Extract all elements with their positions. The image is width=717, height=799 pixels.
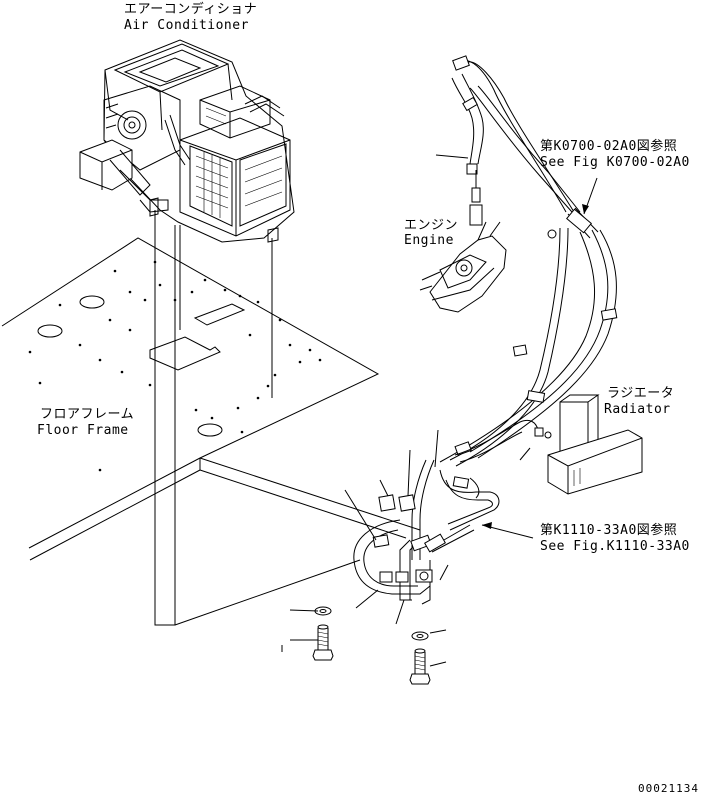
heater-hoses <box>353 55 618 605</box>
ref-bottom-label-jp: 第K1110-33A0図参照 <box>540 522 677 538</box>
floor-frame <box>1 237 421 561</box>
ref-top-label-en: See Fig K0700-02A0 <box>540 155 690 170</box>
radiator <box>547 394 643 495</box>
air-conditioner-label-en: Air Conditioner <box>124 18 249 33</box>
floor-frame-label-jp: フロアフレーム <box>40 407 134 422</box>
leader-lines <box>281 154 598 667</box>
engine-label-en: Engine <box>404 233 454 248</box>
air-conditioner-unit <box>79 39 295 243</box>
radiator-label-en: Radiator <box>604 402 671 417</box>
radiator-label-jp: ラジエータ <box>607 386 674 401</box>
ref-top-label-jp: 第K0700-02A0図参照 <box>540 138 677 154</box>
fasteners <box>312 606 431 685</box>
ref-bottom-label-en: See Fig.K1110-33A0 <box>540 539 690 554</box>
engine-label-jp: エンジン <box>404 218 458 233</box>
drawing-number: 00021134 <box>638 782 699 795</box>
air-conditioner-label-jp: エアーコンディショナ <box>124 1 257 17</box>
mounting-lines <box>154 210 361 626</box>
engine-fragment <box>419 163 507 313</box>
floor-frame-label-en: Floor Frame <box>37 423 129 438</box>
